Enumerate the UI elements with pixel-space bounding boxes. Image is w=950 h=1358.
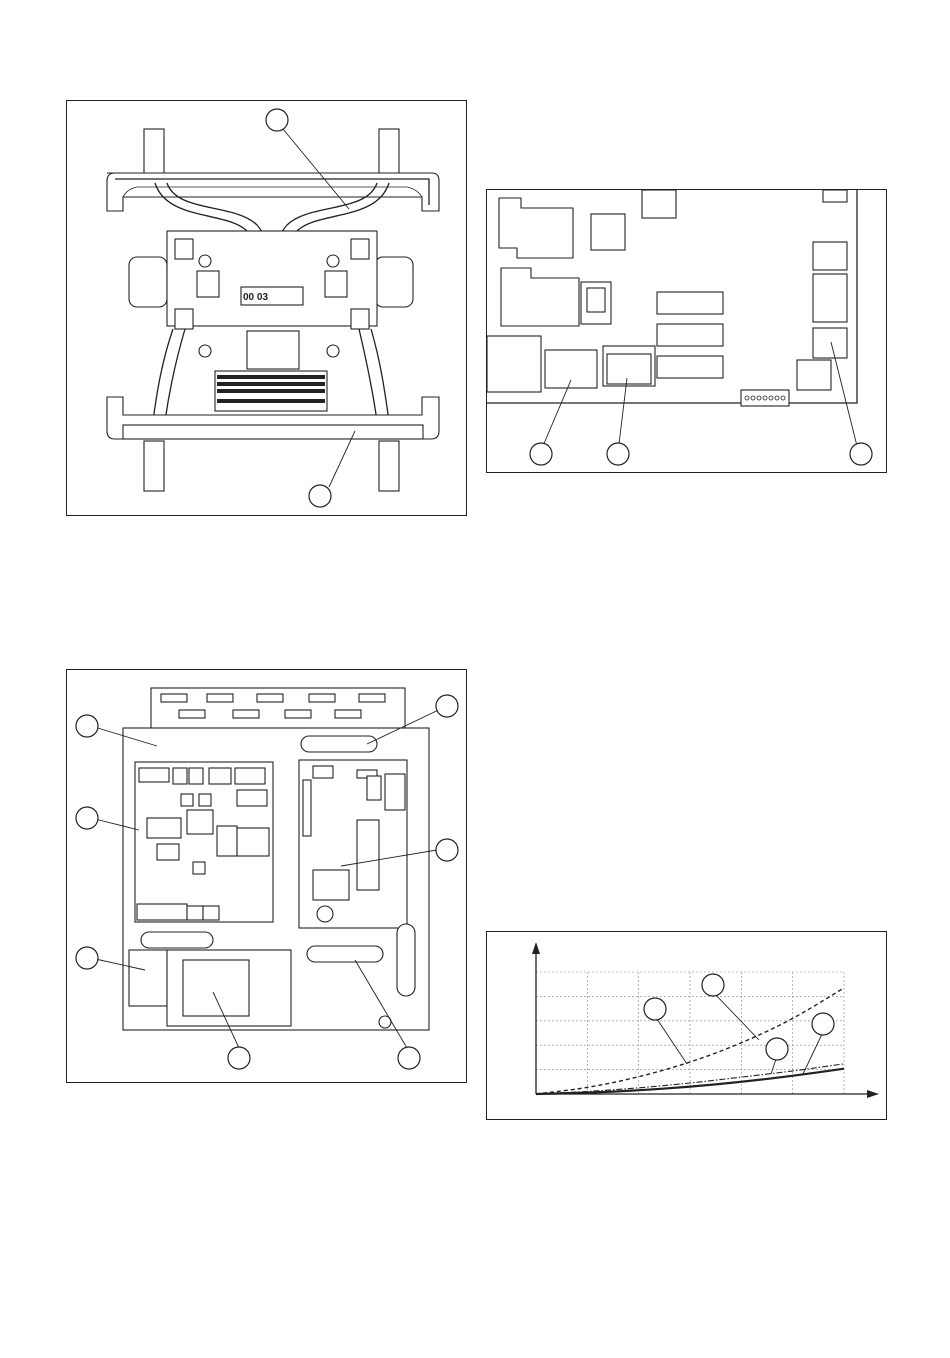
side-slot [397,924,415,996]
callout-pcb-2 [607,443,629,465]
pcb-detail-drawing [487,190,888,474]
callout-bottom [309,485,331,507]
callout-curve-1 [644,998,666,1020]
callout-curve-3 [766,1038,788,1060]
y-axis-arrow [532,942,540,954]
bottom-connector-cutout [307,946,383,962]
callout-curve-4 [812,1013,834,1035]
callout-boards-7 [398,1047,420,1069]
pipes-top [144,129,399,177]
left-knob [129,257,167,307]
body-marking: 00 03 [243,292,268,303]
callout-pcb-3 [850,443,872,465]
top-connector-cutout [301,736,377,752]
left-board-cutout [141,932,213,948]
callout-boards-3 [76,947,98,969]
valve-block-drawing: 00 03 [67,101,468,517]
pump-housing [247,331,299,369]
x-axis-arrow [867,1090,879,1098]
right-knob [375,257,413,307]
control-boards-drawing [67,670,468,1084]
fuse-block [129,950,167,1006]
callout-boards-5 [436,839,458,861]
callout-boards-4 [436,695,458,717]
control-boards-figure [66,669,467,1083]
callout-pcb-1 [530,443,552,465]
pcb-components [487,190,847,406]
curve-chart [487,932,888,1121]
callout-boards-6 [228,1047,250,1069]
callout-boards-2 [76,807,98,829]
curves-figure [486,931,887,1120]
callout-top [266,109,288,131]
callout-boards-1 [76,715,98,737]
valve-block-figure: 00 03 [66,100,467,516]
callout-curve-2 [702,974,724,996]
pcb-detail-figure [486,189,887,473]
